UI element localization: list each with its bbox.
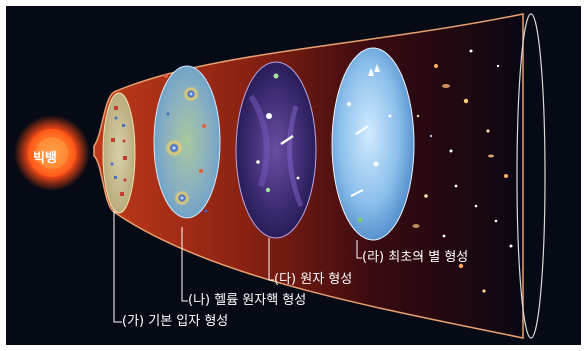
leader-line-da [268, 238, 274, 281]
stage-ga-ellipse [102, 92, 136, 214]
stage-da-label: (다) 원자 형성 [274, 272, 353, 287]
leader-lines [113, 211, 362, 323]
stage-ra-label: (라) 최초의 별 형성 [362, 250, 469, 265]
leader-line-ra [356, 240, 362, 259]
stage-ra-ellipse [331, 47, 415, 241]
stage-da-ellipse [235, 61, 317, 239]
diagram-graphics [14, 13, 546, 339]
universe-edge [516, 13, 546, 339]
stage-na-label: (나) 헬륨 원자핵 형성 [188, 293, 307, 308]
leader-line-na [181, 227, 188, 302]
big-bang-fireball [14, 115, 90, 191]
stage-na-ellipse [153, 65, 221, 219]
big-bang-label: 빅뱅 [33, 151, 57, 166]
leader-line-ga [113, 211, 122, 323]
universe-evolution-diagram: 빅뱅 (가) 기본 입자 형성 (나) 헬륨 원자핵 형성 (다) 원자 형성 … [6, 6, 581, 345]
stage-ga-label: (가) 기본 입자 형성 [122, 314, 229, 329]
